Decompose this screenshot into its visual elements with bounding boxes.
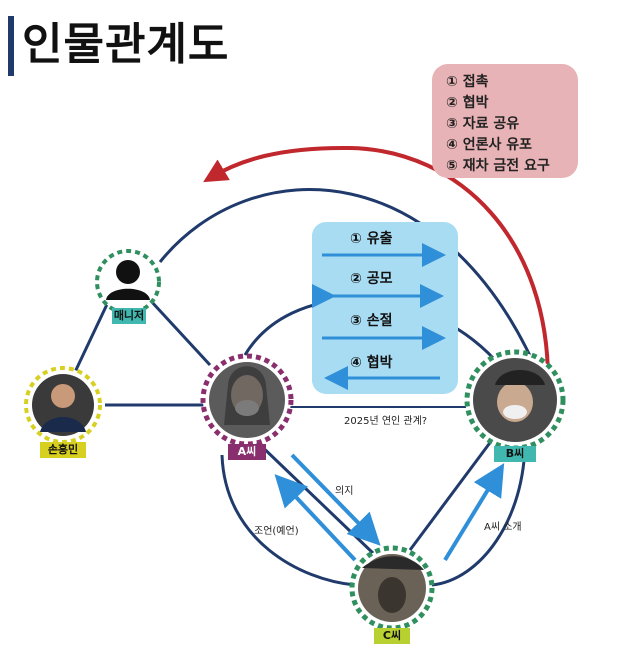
line-manager-son: [73, 297, 112, 373]
page-title: 인물관계도: [22, 19, 230, 70]
flow-label: ① 유출: [350, 231, 393, 247]
son-label: 손흥민: [40, 442, 86, 458]
title-accent-bar: [8, 16, 14, 76]
outer-arc: [158, 188, 547, 391]
arrow-a-to-c: [290, 453, 381, 546]
intent-label: 의지: [335, 486, 354, 497]
legend-item: ③ 자료 공유: [446, 116, 520, 132]
legend-item: ④ 언론사 유포: [446, 137, 533, 153]
arc-a-c: [220, 454, 356, 587]
legend-item: ② 협박: [446, 95, 489, 111]
advice-label: 조언(예언): [254, 526, 299, 537]
relationship-label: 2025년 연인 관계?: [344, 412, 428, 427]
arrow-c-to-a: [274, 474, 357, 562]
manager-node: [95, 249, 161, 315]
flow-label: ③ 손절: [350, 313, 393, 329]
c-label: C씨: [374, 628, 410, 644]
flow-label: ④ 협박: [350, 355, 393, 371]
red-arrow: [203, 145, 551, 386]
flow-label: ② 공모: [350, 271, 393, 287]
a-node: [200, 353, 294, 447]
arc-c-b: [431, 439, 527, 587]
son-node: [24, 366, 102, 444]
legend-item: ⑤ 재차 금전 요구: [446, 158, 550, 174]
legend-item: ① 접촉: [446, 74, 489, 90]
c-node: [349, 545, 435, 631]
legend-box: ① 접촉 ② 협박 ③ 자료 공유 ④ 언론사 유포 ⑤ 재차 금전 요구: [432, 64, 578, 178]
line-manager-a: [148, 298, 212, 367]
b-label: B씨: [494, 446, 536, 462]
arrow-c-to-b: [443, 463, 505, 562]
introduce-label: A씨 소개: [484, 522, 522, 533]
manager-label: 매니저: [112, 308, 146, 324]
b-node: [464, 349, 566, 451]
line-c-b: [408, 439, 494, 551]
a-label: A씨: [228, 444, 266, 460]
